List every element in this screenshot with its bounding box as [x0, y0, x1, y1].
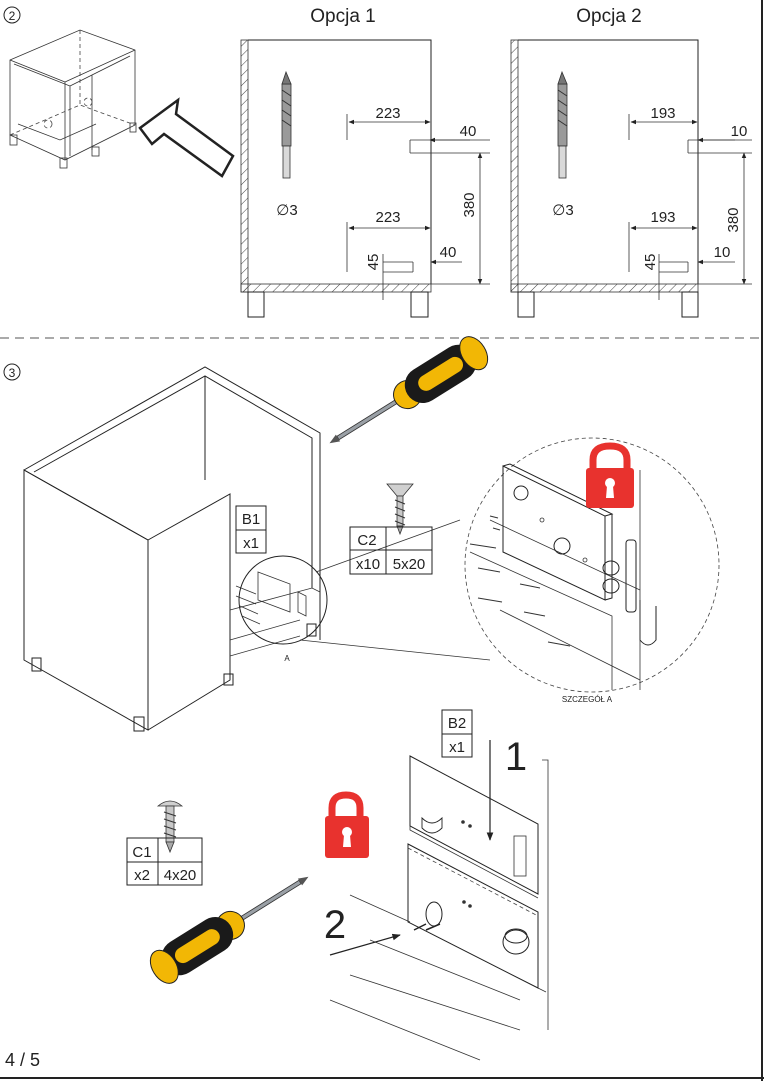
detail-caption: SZCZEGÓŁ A — [562, 695, 613, 704]
part-c1-code: C1 — [132, 844, 151, 861]
part-c2-size: 5x20 — [393, 556, 426, 573]
option2-dim-top-horizontal: 193 — [650, 105, 675, 122]
step3-section: 3 A B1 x1 — [3, 336, 720, 1061]
option2-dim-height: 380 — [725, 207, 742, 232]
option1-dim-bottom-horizontal: 223 — [375, 209, 400, 226]
option1-title: Opcja 1 — [310, 6, 375, 27]
part-b2-code: B2 — [448, 715, 466, 732]
detail-marker: A — [284, 654, 290, 663]
part-b2-qty: x1 — [449, 739, 465, 756]
option1-dim-top-small: 40 — [460, 123, 477, 140]
lock-icon — [325, 791, 369, 858]
drill-bit-icon — [557, 70, 568, 179]
part-c1-box: C1 x2 4x20 — [126, 837, 203, 886]
part-c2-qty: x10 — [356, 556, 380, 573]
option1-panel: Opcja 1 ∅3 223 40 223 — [240, 6, 490, 318]
part-c2-box: C2 x10 5x20 — [349, 526, 433, 575]
step-arrow-1-label: 1 — [505, 735, 527, 779]
page-number: 4 / 5 — [5, 1050, 40, 1070]
option2-dim-bottom-vertical: 45 — [642, 254, 659, 271]
cabinet-3d — [23, 366, 491, 732]
option2-panel: Opcja 2 ∅3 193 10 193 — [510, 6, 752, 318]
part-c1-size: 4x20 — [164, 867, 197, 884]
drill-diameter-label: ∅3 — [276, 202, 297, 219]
step-arrow-2-label: 2 — [324, 903, 346, 947]
screwdriver-icon — [329, 336, 489, 444]
screwdriver-icon — [149, 876, 309, 984]
option2-dim-bottom-horizontal: 193 — [650, 209, 675, 226]
step-3-number: 3 — [9, 366, 16, 380]
mounting-plate-b2: 1 2 — [324, 735, 549, 1061]
option2-dim-top-small: 10 — [731, 123, 748, 140]
step-2-number: 2 — [9, 9, 16, 23]
detail-a-view — [464, 437, 720, 693]
screw-c2-icon — [386, 483, 414, 536]
option1-dim-height: 380 — [461, 192, 478, 217]
option2-title: Opcja 2 — [576, 6, 641, 27]
option1-dim-top-horizontal: 223 — [375, 105, 400, 122]
part-b1-code: B1 — [242, 511, 260, 528]
part-b2-box: B2 x1 — [441, 709, 473, 758]
screw-c1-icon — [156, 800, 184, 854]
part-b1-box: B1 x1 — [235, 505, 267, 554]
cabinet-sketch — [9, 29, 137, 169]
step-2-badge — [3, 6, 21, 24]
part-c2-code: C2 — [357, 532, 376, 549]
step-3-badge — [3, 363, 21, 381]
drill-bit-icon — [281, 70, 292, 179]
part-c1-qty: x2 — [134, 867, 150, 884]
drill-diameter-label: ∅3 — [552, 202, 573, 219]
direction-arrow — [138, 97, 235, 178]
option1-dim-bottom-small: 40 — [440, 244, 457, 261]
option2-dim-bottom-small: 10 — [714, 244, 731, 261]
step2-section: 2 Opcja 1 — [3, 6, 752, 318]
lock-icon — [586, 442, 634, 508]
option1-dim-bottom-vertical: 45 — [365, 254, 382, 271]
part-b1-qty: x1 — [243, 535, 259, 552]
